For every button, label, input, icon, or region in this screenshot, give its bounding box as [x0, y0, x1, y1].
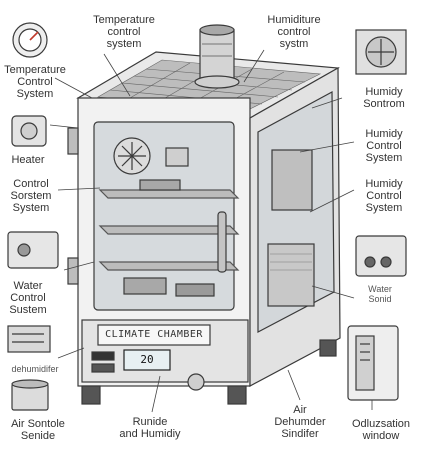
- label-temperature-control-left: Temperature Control System: [4, 64, 66, 100]
- dehumidifier-icon: [7, 325, 51, 353]
- leader-lines: [49, 49, 373, 413]
- label-observation-window: Odluzsation window: [351, 418, 411, 442]
- label-air-sensor: Air Sontole Senide: [11, 418, 65, 442]
- water-sensor-icon: [355, 235, 407, 277]
- temperature-gauge-icon: [12, 22, 48, 58]
- label-water-sonid: Water Sonid: [368, 284, 392, 304]
- label-humiditure-control-top: Humiditure control systm: [267, 14, 321, 50]
- display-readout: 20: [140, 353, 154, 366]
- sample-tray: [175, 283, 215, 297]
- label-water-control: Water Control Sustem: [9, 280, 47, 316]
- observation-window-icon: [347, 325, 399, 401]
- chamber-leg: [319, 339, 337, 357]
- display-screen: [123, 349, 171, 371]
- sample-tray: [123, 277, 167, 295]
- label-control-system-left: Control Sorstem System: [10, 178, 52, 214]
- plate-frame: [97, 324, 211, 346]
- chamber-leg: [227, 385, 247, 405]
- shelf: [98, 189, 240, 271]
- label-runide-humidity: Runide and Humidiy: [119, 416, 181, 440]
- label-humidy-control-2: Humidy Control System: [365, 178, 403, 214]
- label-air-dehumidifier: Air Dehumder Sindifer: [274, 404, 326, 440]
- sample-tray: [139, 179, 181, 191]
- chamber-leg: [81, 385, 101, 405]
- water-unit-icon: [7, 231, 59, 269]
- panel-button: [91, 351, 115, 361]
- air-sensor-icon: [11, 379, 49, 411]
- door-handle: [217, 211, 227, 273]
- label-dehumidifier: dehumidifer: [11, 364, 59, 374]
- label-humidy-sontrom: Humidy Sontrom: [363, 86, 405, 110]
- control-module: [271, 149, 313, 211]
- heater-icon: [11, 115, 47, 147]
- label-temperature-control-top: Temperature control system: [93, 14, 155, 50]
- circulation-fan-icon: [113, 137, 151, 175]
- door-hinge: [67, 257, 79, 285]
- label-heater: Heater: [11, 154, 45, 166]
- door-hinge: [67, 127, 79, 155]
- control-knob: [187, 373, 205, 391]
- label-humidy-control-1: Humidy Control System: [365, 128, 403, 164]
- panel-button: [91, 363, 115, 373]
- exhaust-pipe: [194, 24, 240, 89]
- exhaust-fan-icon: [355, 29, 407, 75]
- humidifier-unit: [267, 243, 315, 307]
- sensor-box: [165, 147, 189, 167]
- chamber-name-plate: CLIMATE CHAMBER: [105, 329, 203, 340]
